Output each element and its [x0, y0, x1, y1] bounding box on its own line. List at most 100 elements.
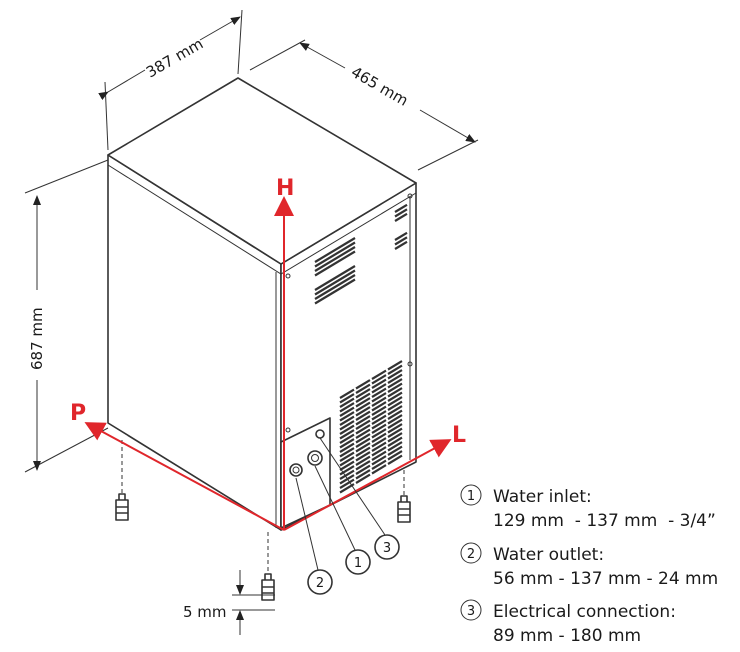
svg-text:2: 2 — [467, 547, 475, 562]
vent-slat — [387, 387, 403, 398]
adjustable-foot — [261, 573, 275, 601]
callout-1: 1 — [354, 556, 362, 571]
vent-slat — [314, 246, 356, 272]
vent-slat — [339, 442, 355, 453]
vent-slat — [314, 237, 356, 263]
vent-slat — [355, 401, 371, 412]
vent-slat — [314, 241, 356, 268]
vent-slat — [394, 231, 408, 241]
legend-item-water-inlet: 1 Water inlet: 129 mm - 137 mm - 3/4” — [460, 484, 716, 531]
callouts: 2 1 3 — [295, 437, 400, 595]
vent-slat — [387, 432, 403, 443]
vent-slat — [355, 446, 371, 457]
vent-grilles — [314, 203, 408, 494]
vent-slat — [314, 278, 356, 305]
vent-slat — [339, 393, 355, 404]
vent-slat — [339, 406, 355, 417]
feet — [115, 440, 411, 601]
vent-slat — [339, 424, 355, 435]
axis-h-label: H — [276, 176, 294, 201]
vent-slat — [371, 396, 387, 407]
vent-slat — [339, 460, 355, 471]
vent-slat — [387, 409, 403, 420]
vent-slat — [355, 410, 371, 421]
vent-slat — [339, 411, 355, 422]
vent-slat — [339, 397, 355, 408]
vent-slat — [355, 415, 371, 426]
vent-slat — [371, 455, 387, 466]
vent-slat — [371, 369, 387, 380]
vent-slat — [387, 441, 403, 452]
vent-slat — [394, 212, 408, 222]
vent-slat — [371, 441, 387, 452]
vent-slat — [355, 383, 371, 394]
svg-text:89 mm - 180 mm: 89 mm - 180 mm — [493, 626, 641, 646]
vent-slat — [387, 382, 403, 393]
vent-slat — [339, 388, 355, 399]
vent-slat — [355, 379, 371, 390]
vent-slat — [339, 420, 355, 431]
vent-slat — [355, 460, 371, 471]
vent-slat — [394, 240, 408, 250]
vent-slat — [371, 459, 387, 470]
vent-slat — [339, 402, 355, 413]
vent-slat — [355, 388, 371, 399]
vent-slat — [371, 446, 387, 457]
legend: 1 Water inlet: 129 mm - 137 mm - 3/4” 2 … — [460, 484, 718, 646]
vent-slat — [387, 418, 403, 429]
vent-slat — [314, 269, 356, 296]
vent-slat — [387, 400, 403, 411]
vent-slat — [355, 455, 371, 466]
vent-slat — [355, 428, 371, 439]
svg-text:56 mm - 137 mm - 24 mm: 56 mm - 137 mm - 24 mm — [493, 569, 718, 589]
vent-slat — [394, 203, 408, 213]
vent-slat — [394, 208, 408, 218]
vent-slat — [371, 410, 387, 421]
vent-slat — [371, 374, 387, 385]
vent-slat — [339, 451, 355, 462]
axes: H P L — [70, 176, 466, 531]
foot-label: 5 mm — [183, 603, 227, 621]
svg-text:Water inlet:: Water inlet: — [493, 487, 592, 507]
vent-slat — [355, 392, 371, 403]
vent-slat — [339, 438, 355, 449]
vent-slat — [339, 474, 355, 485]
vent-slat — [339, 465, 355, 476]
svg-text:1: 1 — [467, 489, 475, 504]
vent-slat — [387, 423, 403, 434]
vent-slat — [355, 406, 371, 417]
vent-slat — [355, 437, 371, 448]
vent-slat — [387, 405, 403, 416]
vent-slat — [355, 451, 371, 462]
water-outlet-icon — [289, 463, 303, 477]
legend-item-water-outlet: 2 Water outlet: 56 mm - 137 mm - 24 mm — [460, 542, 718, 589]
vent-slat — [394, 236, 408, 246]
vent-slat — [387, 369, 403, 380]
foot-dimension: 5 mm — [183, 570, 275, 635]
vent-slat — [355, 397, 371, 408]
vent-slat — [355, 473, 371, 484]
vent-slat — [371, 414, 387, 425]
vent-slat — [371, 378, 387, 389]
vent-slat — [355, 442, 371, 453]
vent-slat — [387, 373, 403, 384]
vent-slat — [387, 378, 403, 389]
vent-slat — [371, 450, 387, 461]
water-inlet-icon — [307, 450, 323, 466]
svg-text:Electrical connection:: Electrical connection: — [493, 602, 676, 622]
vent-slat — [355, 464, 371, 475]
callout-2: 2 — [316, 576, 324, 591]
vent-slat — [387, 454, 403, 465]
vent-slat — [371, 405, 387, 416]
vent-slat — [387, 360, 403, 371]
vent-slat — [387, 427, 403, 438]
width-label: 387 mm — [143, 35, 206, 82]
vent-slat — [339, 415, 355, 426]
legend-item-electrical-connection: 3 Electrical connection: 89 mm - 180 mm — [460, 599, 676, 646]
vent-slat — [371, 392, 387, 403]
axis-l-label: L — [452, 423, 466, 448]
vent-slat — [371, 387, 387, 398]
height-label: 687 mm — [28, 307, 46, 370]
vent-slat — [355, 419, 371, 430]
adjustable-foot — [397, 495, 411, 523]
